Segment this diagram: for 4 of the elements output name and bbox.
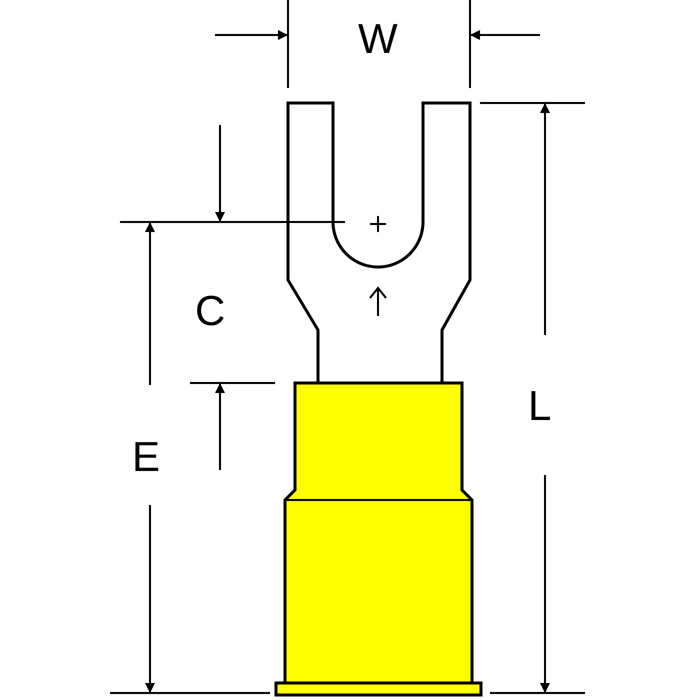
dimension-label: E [132,436,160,478]
dimension-label: W [358,18,398,60]
dimension-label: C [195,290,226,332]
dimension-label: L [528,385,552,427]
